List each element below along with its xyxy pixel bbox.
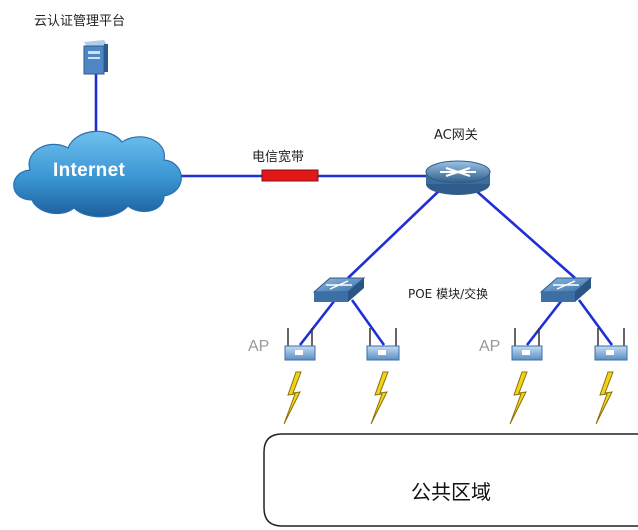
link-ac-switch-right [472,187,576,279]
switch-icon-right [539,277,593,302]
lightning-icon-4 [595,371,614,425]
router-icon [425,160,491,195]
server-icon [83,40,108,75]
ap-label-right: AP [479,338,501,355]
access-point-icon-1 [284,328,316,361]
ap-label-left: AP [248,338,270,355]
link-switch1-ap2 [350,299,386,346]
link-switch2-ap3 [525,299,564,346]
internet-label: Internet [53,160,126,181]
lightning-icon-2 [370,371,389,425]
auth-platform-label: 云认证管理平台 [34,14,126,29]
broadband-label: 电信宽带 [252,150,305,165]
ac-gateway-label: AC网关 [434,128,478,143]
poe-switch-label: POE 模块/交换 [408,287,489,301]
link-switch2-ap4 [577,299,614,346]
public-area-label: 公共区域 [411,480,491,504]
link-ac-switch-left [347,187,443,279]
access-point-icon-3 [511,328,543,361]
lightning-icon-1 [283,371,302,425]
lightning-icon-3 [509,371,528,425]
broadband-link-bar [261,169,319,182]
switch-icon-left [312,277,366,302]
public-area-box [263,433,638,527]
access-point-icon-4 [594,328,628,361]
access-point-icon-2 [366,328,400,361]
link-switch1-ap1 [298,299,337,346]
cloud-icon [13,130,182,218]
links [94,72,614,346]
